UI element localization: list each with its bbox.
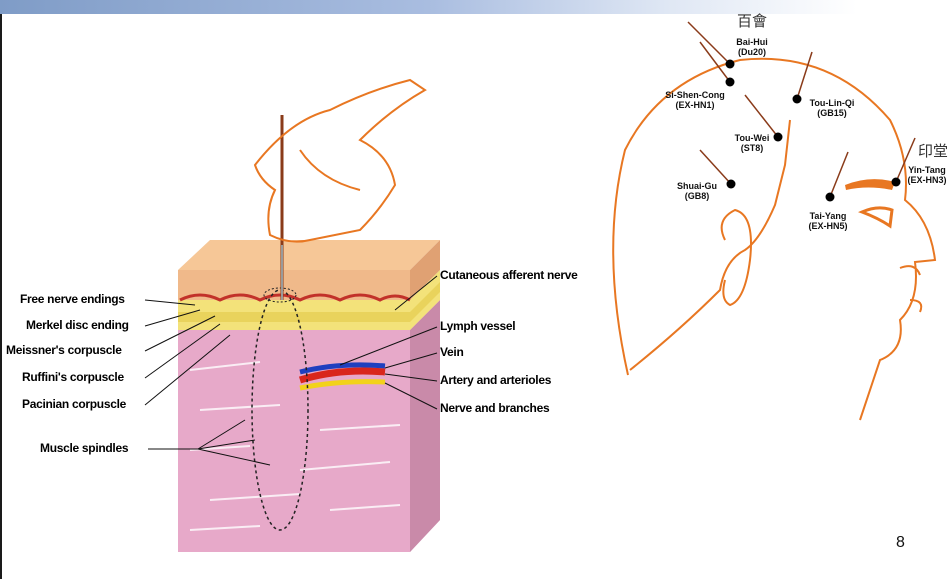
- bai-hui-chinese: 百會: [737, 10, 767, 31]
- ear-outline: [722, 210, 751, 305]
- tai-yang-code: (EX-HN5): [798, 221, 858, 231]
- tou-wei-name: Tou-Wei: [727, 133, 777, 143]
- si-shen-cong-code: (EX-HN1): [660, 100, 730, 110]
- yin-tang-point: [892, 178, 901, 187]
- tai-yang-point: [826, 193, 835, 202]
- si-shen-cong-label: Si-Shen-Cong (EX-HN1): [660, 90, 730, 110]
- bai-hui-point: [726, 60, 735, 69]
- shuai-gu-label: Shuai-Gu (GB8): [672, 181, 722, 201]
- si-shen-cong-name: Si-Shen-Cong: [660, 90, 730, 100]
- tai-yang-name: Tai-Yang: [798, 211, 858, 221]
- yin-tang-chinese: 印堂: [918, 140, 948, 161]
- yin-tang-name: Yin-Tang: [902, 165, 952, 175]
- bai-hui-label: Bai-Hui (Du20): [727, 37, 777, 57]
- shuai-gu-code: (GB8): [672, 191, 722, 201]
- tou-lin-qi-label: Tou-Lin-Qi (GB15): [802, 98, 862, 118]
- eyebrow: [845, 179, 895, 190]
- tou-wei-label: Tou-Wei (ST8): [727, 133, 777, 153]
- head-outline: [613, 59, 935, 420]
- yin-tang-code: (EX-HN3): [902, 175, 952, 185]
- tou-lin-qi-point: [793, 95, 802, 104]
- tou-wei-code: (ST8): [727, 143, 777, 153]
- shuai-gu-name: Shuai-Gu: [672, 181, 722, 191]
- shuai-gu-point: [727, 180, 736, 189]
- yin-tang-label: Yin-Tang (EX-HN3): [902, 165, 952, 185]
- page-number: 8: [896, 534, 905, 552]
- bai-hui-name: Bai-Hui: [727, 37, 777, 47]
- eye: [862, 208, 892, 226]
- tou-lin-qi-code: (GB15): [802, 108, 862, 118]
- bai-hui-code: (Du20): [727, 47, 777, 57]
- tai-yang-label: Tai-Yang (EX-HN5): [798, 211, 858, 231]
- si-shen-cong-point: [726, 78, 735, 87]
- tou-lin-qi-name: Tou-Lin-Qi: [802, 98, 862, 108]
